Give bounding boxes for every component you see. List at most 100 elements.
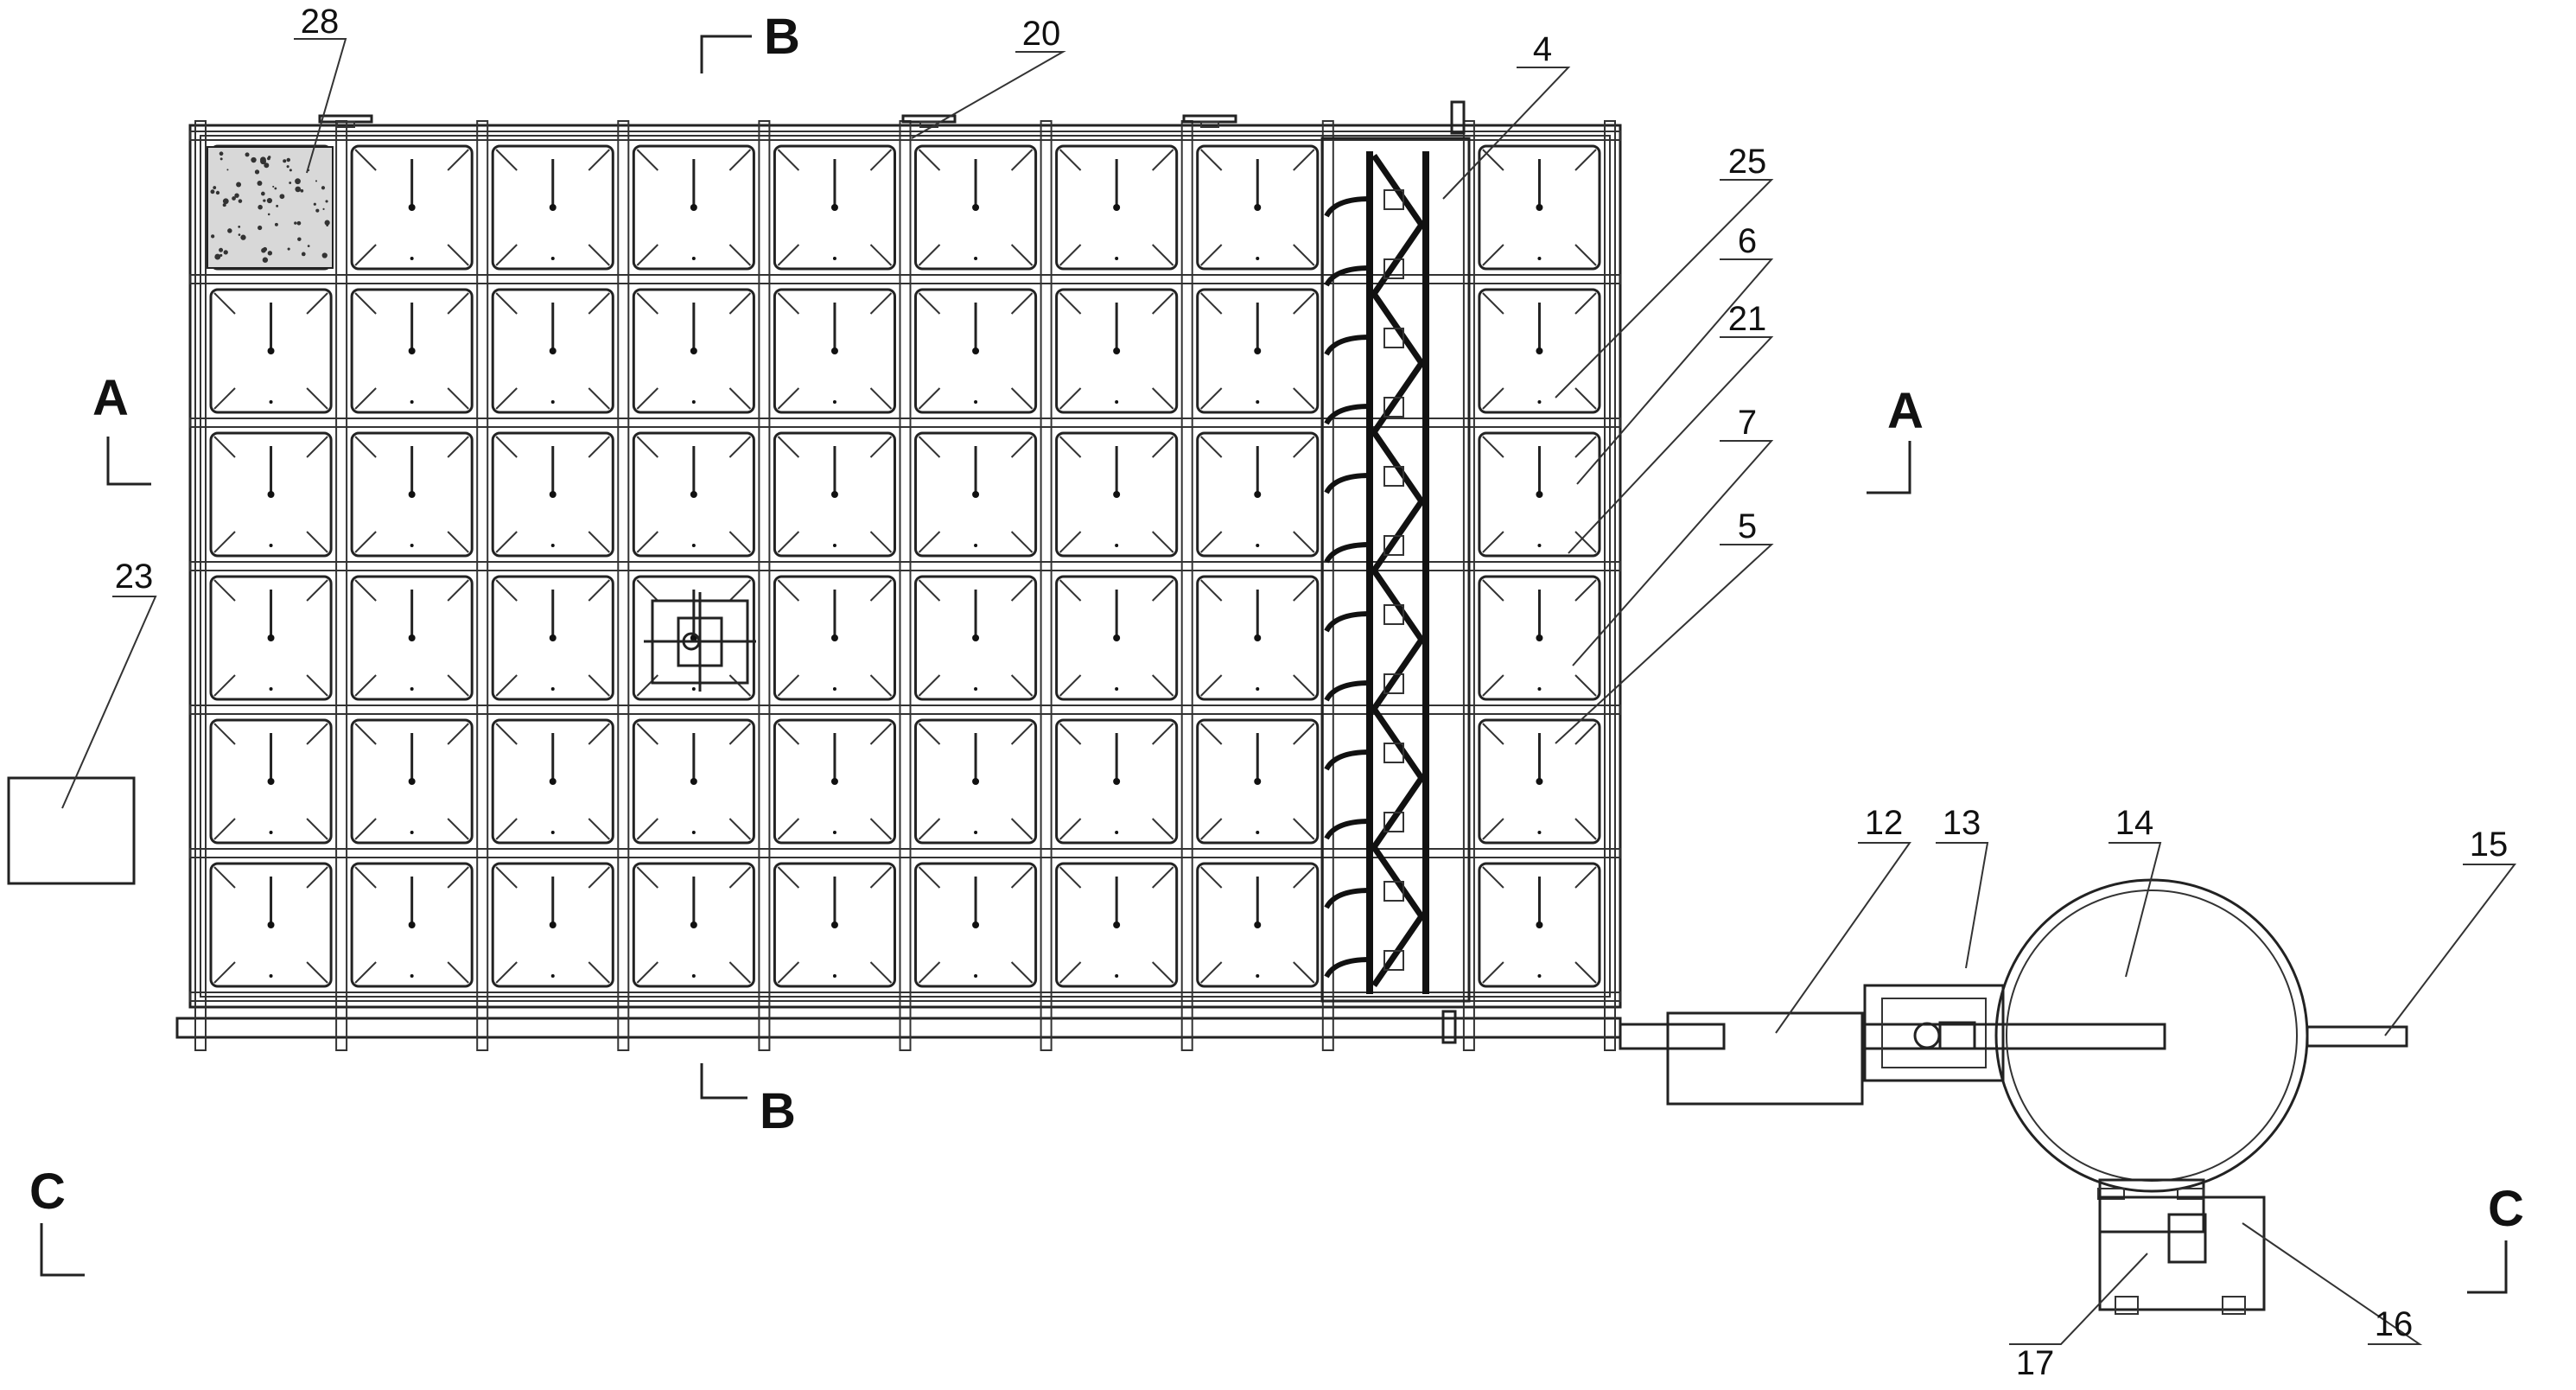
grid-panel (632, 288, 755, 414)
grid-panel (1196, 431, 1320, 558)
concrete-speck (210, 189, 215, 194)
concrete-speck (263, 199, 266, 202)
grid-panel (350, 718, 474, 845)
frame-post (476, 120, 489, 1051)
truss-hook (1324, 749, 1371, 771)
top-flange (318, 114, 373, 128)
concrete-speck (296, 220, 302, 226)
section-c-left: C (29, 1164, 66, 1220)
section-a-left: A (92, 370, 129, 426)
concrete-speck (219, 253, 223, 258)
label-6: 6 (1738, 222, 1757, 260)
truss-hook (1324, 888, 1371, 909)
concrete-speck (289, 182, 292, 184)
frame-post (1604, 120, 1616, 1051)
grid-panel (350, 575, 474, 701)
concrete-speck (240, 234, 246, 240)
concrete-speck (260, 191, 265, 196)
concrete-speck (226, 169, 229, 171)
frame-post (1321, 120, 1334, 1051)
concrete-speck (286, 157, 291, 163)
concrete-speck (321, 252, 328, 258)
concrete-speck (321, 186, 326, 190)
concrete-speck (300, 188, 304, 193)
equipment-12 (1666, 1011, 1864, 1106)
center-bracket (644, 592, 756, 692)
control-box (7, 776, 136, 885)
concrete-speck (222, 198, 229, 205)
grid-panel (773, 575, 897, 701)
grid-panel (209, 288, 333, 414)
truss-clamp (1383, 881, 1404, 902)
grid-panel (914, 431, 1038, 558)
label-21: 21 (1728, 300, 1767, 338)
truss-zigzag (1370, 154, 1426, 987)
label-25: 25 (1728, 143, 1767, 181)
truss-hook (1324, 265, 1371, 287)
concrete-speck (222, 203, 226, 207)
panel-grid (189, 120, 1621, 1051)
grid-panel (914, 718, 1038, 845)
concrete-speck (219, 157, 223, 161)
concrete-speck (297, 237, 302, 241)
frame-post (194, 120, 207, 1051)
concrete-speck (219, 151, 224, 156)
grid-panel (350, 288, 474, 414)
label-5: 5 (1738, 507, 1757, 545)
concrete-speck (219, 247, 224, 252)
concrete-speck (286, 165, 289, 169)
concrete-speck (267, 251, 273, 256)
outlet-pipe (1619, 1023, 1726, 1050)
grid-panel (209, 575, 333, 701)
concrete-speck (254, 169, 260, 175)
concrete-speck (258, 204, 263, 210)
truss-clamp (1383, 812, 1404, 832)
truss-hook (1324, 819, 1371, 840)
truss-clamp (1383, 397, 1404, 418)
frame-post (335, 120, 348, 1051)
truss-clamp (1383, 673, 1404, 694)
leader-lines (61, 38, 2517, 1345)
concrete-speck (267, 213, 270, 216)
truss-top-bolt (1450, 100, 1466, 135)
concrete-speck (267, 156, 270, 161)
motor-17 (2098, 1196, 2266, 1311)
concrete-speck (272, 185, 275, 188)
grid-panel (491, 431, 614, 558)
truss-ladder (1320, 100, 1471, 1044)
truss-clamp (1383, 743, 1404, 763)
label-28: 28 (301, 3, 340, 41)
grid-panel (1478, 575, 1601, 701)
frame-beam (189, 561, 1621, 571)
concrete-speck (236, 182, 242, 188)
grid-panel (773, 862, 897, 988)
grid-panel (1478, 862, 1601, 988)
concrete-speck (315, 180, 318, 182)
truss-clamp (1383, 950, 1404, 971)
grid-panel (773, 288, 897, 414)
grid-panel (1055, 575, 1179, 701)
grid-panel (1196, 144, 1320, 271)
grid-panel (632, 862, 755, 988)
equipment-chain (1619, 878, 2408, 1315)
truss-clamp (1383, 258, 1404, 279)
pump-13 (1863, 984, 2005, 1082)
grid-panel (491, 288, 614, 414)
concrete-speck (213, 186, 217, 189)
truss-clamp (1383, 604, 1404, 625)
label-23: 23 (115, 558, 154, 596)
label-13: 13 (1943, 804, 1981, 842)
label-17: 17 (2016, 1344, 2055, 1382)
grid-panel (209, 718, 333, 845)
concrete-speck (257, 181, 263, 186)
concrete-speck (315, 208, 320, 213)
grid-panel (350, 144, 474, 271)
grid-panel (914, 288, 1038, 414)
truss-hook (1324, 196, 1371, 218)
concrete-speck (261, 247, 266, 253)
truss-hook (1324, 335, 1371, 356)
frame-beam (189, 131, 1621, 141)
frame-post (758, 120, 771, 1051)
grid-panel (914, 144, 1038, 271)
grid-panel (1055, 144, 1179, 271)
